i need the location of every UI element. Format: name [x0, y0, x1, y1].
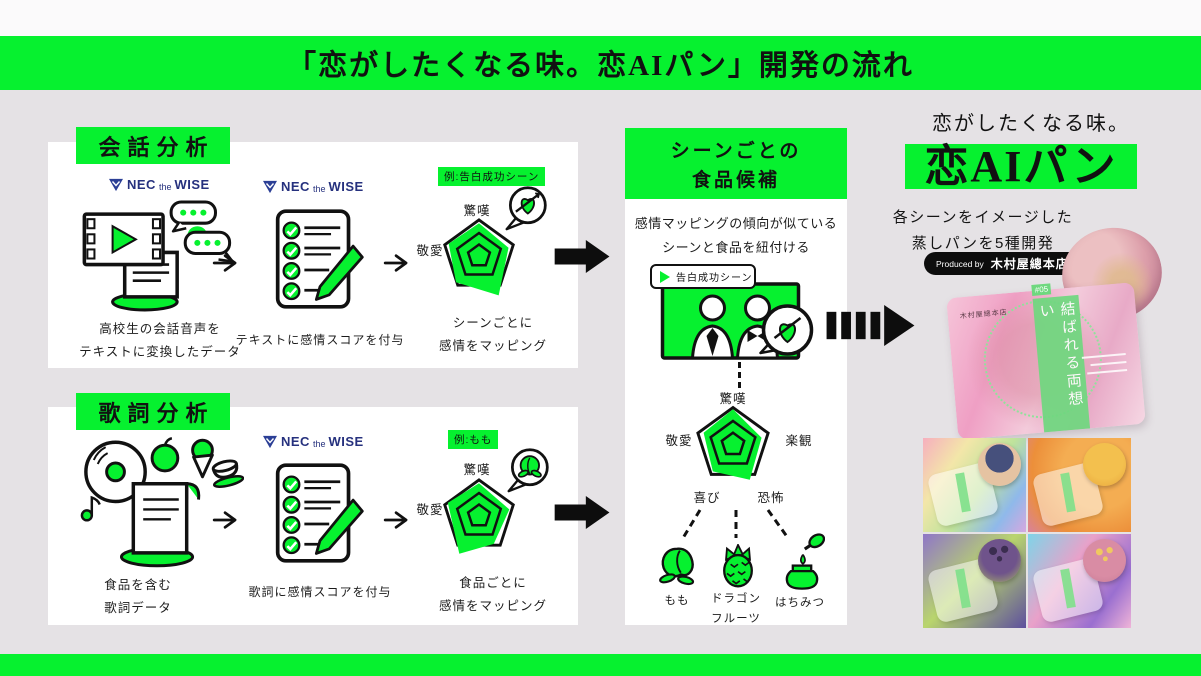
flow-arrow-icon — [553, 496, 613, 530]
radar-axis-label: 驚嘆 — [463, 204, 491, 218]
step-arrow-icon — [212, 510, 240, 530]
play-icon — [660, 270, 670, 283]
bottom-bar — [0, 654, 1201, 676]
radar-axis-label: 楽観 — [785, 434, 813, 448]
food-example-tag: 例:もも — [448, 430, 499, 449]
scored-checklist-icon — [274, 461, 366, 565]
package-photo: 木村屋總本店 #05 結ばれる両想い — [946, 282, 1146, 440]
product-name: 恋AIパン — [905, 144, 1137, 189]
food-name: もも — [664, 595, 690, 607]
product-tagline: 恋がしたくなる味。 — [932, 113, 1130, 135]
scene-play-label: 告白成功シーン — [650, 264, 756, 289]
peach-bubble-icon — [507, 448, 549, 493]
lyrics-step1-caption: 食品を含む 歌詞データ — [104, 578, 172, 616]
food-emotion-radar-chart — [443, 478, 515, 554]
conversation-step3-caption: シーンごとに 感情をマッピング — [438, 316, 547, 354]
product-photo-blueberry — [923, 438, 1026, 532]
food-name: ドラゴン フルーツ — [711, 593, 761, 625]
scored-checklist-icon — [274, 207, 366, 311]
product-description: 各シーンをイメージした 蒸しパンを5種開発 — [892, 209, 1074, 253]
radar-axis-label: 驚嘆 — [719, 392, 747, 406]
radar-axis-label: 敬愛 — [416, 503, 444, 517]
radar-axis-label: 驚嘆 — [463, 463, 491, 477]
dashed-connector — [738, 362, 741, 388]
top-strip — [0, 0, 1201, 36]
product-photo-pink — [1028, 534, 1131, 628]
peach-icon — [659, 547, 695, 586]
radar-axis-label: 敬愛 — [665, 434, 693, 448]
scene-emotion-radar-chart — [443, 218, 515, 296]
flow-arrow-icon — [553, 240, 613, 274]
nec-shield-icon — [263, 180, 277, 193]
lyrics-step2-caption: 歌詞に感情スコアを付与 — [248, 585, 392, 599]
conversation-data-icon — [82, 200, 234, 312]
dashed-connectors — [681, 509, 790, 539]
bun — [977, 538, 1021, 582]
nec-shield-icon — [263, 435, 277, 448]
scene-example-tag: 例:告白成功シーン — [438, 167, 546, 186]
radar-axis-label: 喜び — [693, 491, 721, 505]
step-arrow-icon — [212, 253, 240, 273]
package-number: #05 — [1031, 283, 1052, 296]
bun — [977, 442, 1021, 486]
title-bar: 「恋がしたくなる味。恋AIパン」開発の流れ — [0, 36, 1201, 90]
confession-scene-illustration — [660, 282, 814, 360]
lyrics-panel-label: 歌詞分析 — [76, 393, 230, 430]
product-photo-grid — [923, 438, 1131, 628]
radar-axis-label: 敬愛 — [416, 244, 444, 258]
lyrics-step3-caption: 食品ごとに 感情をマッピング — [438, 576, 547, 614]
produced-by-badge: Produced by 木村屋總本店 — [924, 252, 1081, 275]
nec-shield-icon — [109, 178, 123, 191]
product-photo-chocochip — [923, 534, 1026, 628]
lyrics-data-icon — [80, 437, 244, 568]
bun — [1082, 442, 1126, 486]
product-photo-orange — [1028, 438, 1131, 532]
honey-icon — [785, 533, 825, 590]
candidates-description: 感情マッピングの傾向が似ている シーンと食品を紐付ける — [634, 216, 838, 256]
conversation-step1-caption: 高校生の会話音声を テキストに変換したデータ — [79, 322, 241, 360]
dragon-fruit-icon — [723, 544, 753, 588]
bun — [1082, 538, 1126, 582]
page-title: 「恋がしたくなる味。恋AIパン」開発の流れ — [287, 50, 914, 82]
dashed-flow-arrow-icon — [826, 305, 915, 346]
pierced-heart-bubble-icon — [505, 186, 547, 231]
food-name: はちみつ — [775, 597, 825, 609]
candidates-panel-header: シーンごとの 食品候補 — [625, 128, 847, 199]
scene-food-radar-chart — [696, 405, 770, 480]
radar-axis-label: 恐怖 — [757, 491, 785, 505]
conversation-panel-label: 会話分析 — [76, 127, 230, 164]
conversation-step2-caption: テキストに感情スコアを付与 — [235, 333, 405, 347]
